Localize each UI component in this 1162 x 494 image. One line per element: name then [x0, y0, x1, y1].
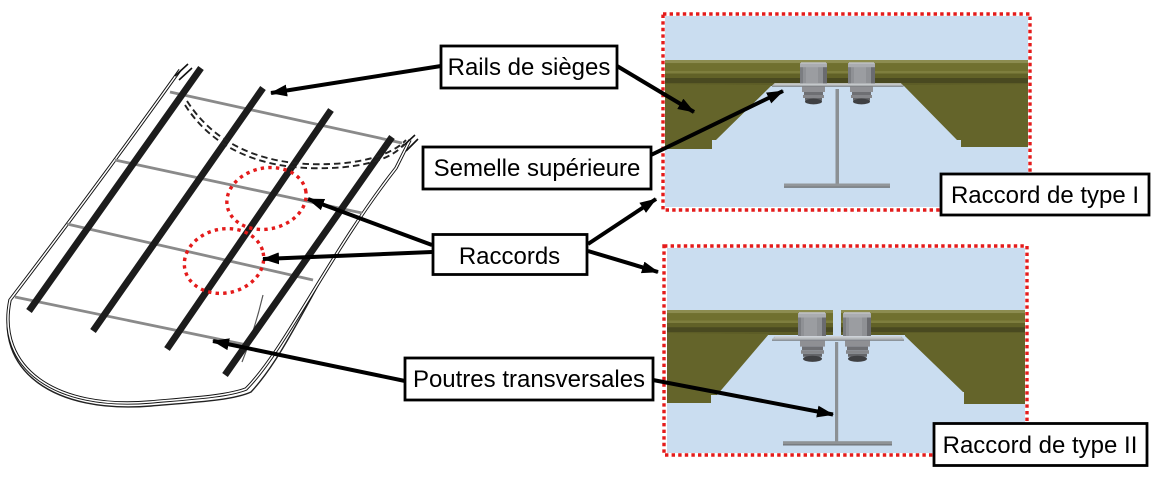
svg-text:Raccord de type II: Raccord de type II [943, 432, 1138, 459]
svg-text:Semelle supérieure: Semelle supérieure [434, 155, 641, 182]
svg-text:Raccord de type I: Raccord de type I [951, 182, 1139, 209]
svg-text:Poutres transversales: Poutres transversales [413, 366, 645, 393]
svg-text:Raccords: Raccords [459, 243, 560, 270]
svg-text:Rails de sièges: Rails de sièges [448, 54, 611, 81]
